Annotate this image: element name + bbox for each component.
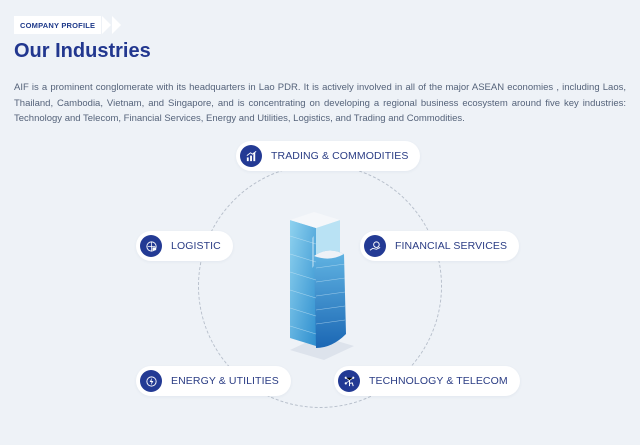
industry-technology-telecom[interactable]: TECHNOLOGY & TELECOM — [334, 366, 520, 396]
section-tag-label: COMPANY PROFILE — [14, 16, 102, 34]
industry-label: TRADING & COMMODITIES — [271, 150, 409, 162]
industry-trading-commodities[interactable]: TRADING & COMMODITIES — [236, 141, 421, 171]
industry-logistic[interactable]: LOGISTIC — [136, 231, 233, 261]
industry-label: ENERGY & UTILITIES — [171, 375, 279, 387]
building-illustration — [289, 212, 354, 360]
double-chevron-icon — [102, 16, 122, 34]
industry-label: FINANCIAL SERVICES — [395, 240, 508, 252]
industry-financial-services[interactable]: FINANCIAL SERVICES — [360, 231, 520, 261]
section-tag: COMPANY PROFILE — [14, 16, 122, 34]
page-title: Our Industries — [14, 40, 151, 62]
industry-label: TECHNOLOGY & TELECOM — [369, 375, 508, 387]
energy-icon — [140, 370, 162, 392]
coin-hand-icon — [364, 235, 386, 257]
intro-paragraph: AIF is a prominent conglomerate with its… — [14, 82, 626, 124]
logistics-icon — [140, 235, 162, 257]
touch-network-icon — [338, 370, 360, 392]
industry-energy-utilities[interactable]: ENERGY & UTILITIES — [136, 366, 291, 396]
industry-label: LOGISTIC — [171, 240, 221, 252]
bar-chart-icon — [240, 145, 262, 167]
